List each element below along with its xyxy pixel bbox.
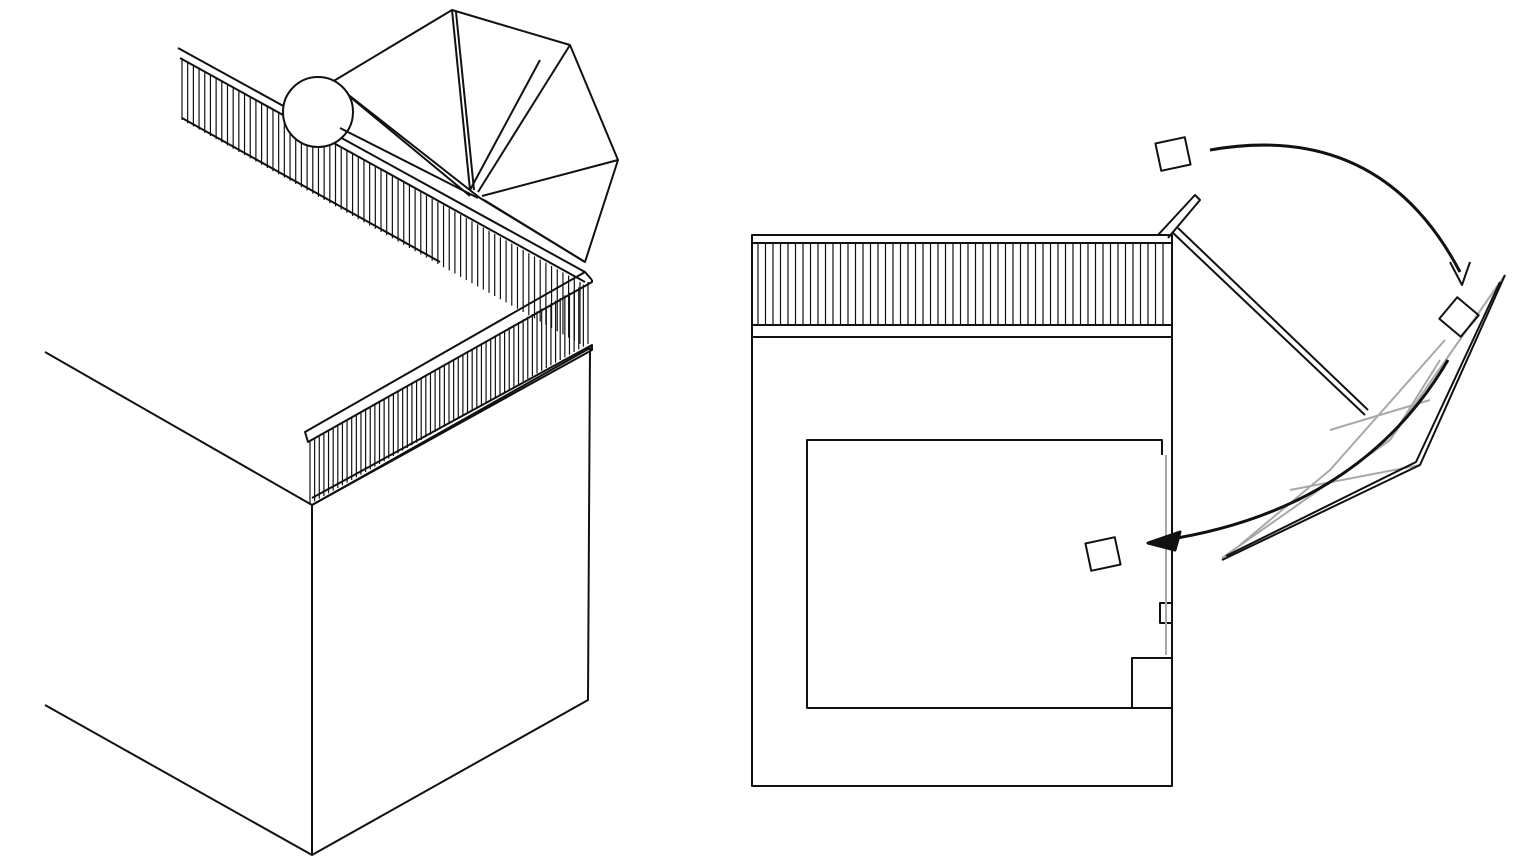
umbrella-rotated	[1221, 274, 1506, 561]
umbrella-pole-arm	[1157, 194, 1369, 416]
umbrella-open-icon	[282, 9, 619, 263]
rotation-markers	[1084, 136, 1480, 572]
plan-building	[751, 234, 1173, 787]
rotation-arrow-icon	[1146, 143, 1471, 552]
plan-balusters	[757, 243, 1164, 325]
isometric-building	[44, 347, 591, 856]
isometric-railing-side	[304, 271, 593, 506]
isometric-balusters	[181, 58, 589, 504]
